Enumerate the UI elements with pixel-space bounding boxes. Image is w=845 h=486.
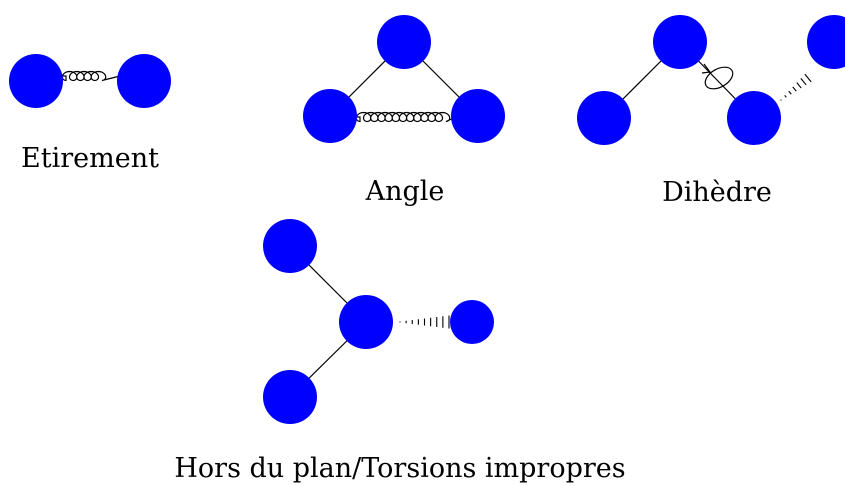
angle-atom-left [303,89,357,143]
oop-atom-bottom [263,370,317,424]
hash-stroke [796,82,802,89]
stretch-atom-right [117,54,171,108]
stretch-label: Etirement [21,143,159,174]
oop-atom-center [339,295,393,349]
dihedral-atom-left [577,91,631,145]
dihedral-hashed-bond [780,73,812,101]
dihedral-atom-mid [727,91,781,145]
angle-atom-top [377,15,431,69]
dihedral-atom-top [653,15,707,69]
angle-panel: Angle [303,15,505,207]
dihedral-atom-far [807,15,845,69]
dihedral-label: Dihèdre [662,177,772,208]
out-of-plane-panel: Hors du plan/Torsions impropres [174,219,626,484]
hash-stroke [800,78,807,86]
stretch-panel: Etirement [9,54,171,174]
rotation-icon [701,63,734,90]
oop-hashed-bond [399,315,450,329]
angle-label: Angle [365,176,445,207]
angle-spring [352,111,457,123]
dihedral-panel: Dihèdre [577,15,845,208]
hash-stroke [788,90,792,95]
oop-label: Hors du plan/Torsions impropres [174,453,625,484]
hash-stroke [784,95,787,98]
hash-stroke [804,73,812,83]
hash-stroke [792,86,797,92]
stretch-spring [60,70,121,82]
oop-atom-top [263,219,317,273]
stretch-atom-left [9,54,63,108]
hash-stroke [780,99,782,101]
oop-atom-right [450,300,494,344]
angle-atom-right [451,89,505,143]
